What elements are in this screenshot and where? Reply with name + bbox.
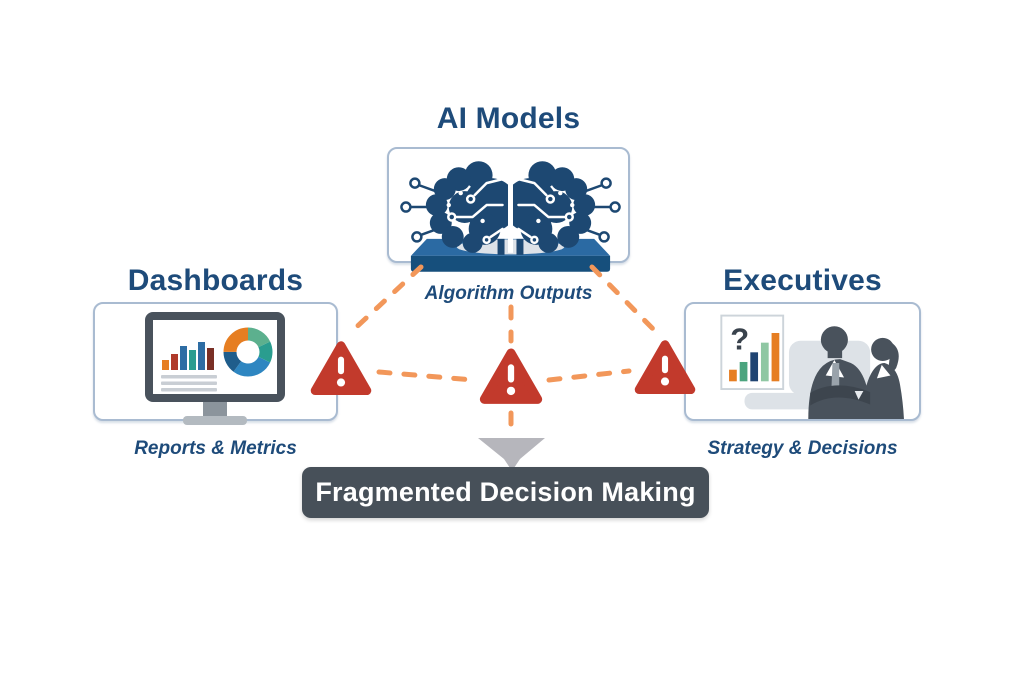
dashboard-monitor-icon xyxy=(145,312,285,425)
outcome-banner: Fragmented Decision Making xyxy=(302,467,709,518)
warning-triangle-icon xyxy=(310,341,372,396)
warning-left xyxy=(307,336,375,404)
donut-chart-icon xyxy=(223,327,273,377)
ai-models-caption: Algorithm Outputs xyxy=(424,283,593,304)
connector-dashboards-middle xyxy=(376,369,476,383)
connector-middle-executives xyxy=(546,368,632,383)
ai-models-box xyxy=(387,147,630,272)
ai-models-title: AI Models xyxy=(436,102,581,135)
executives-title: Executives xyxy=(723,264,882,297)
bar-chart-icon xyxy=(161,342,217,392)
brain-circuit-icon xyxy=(400,157,621,272)
down-arrow-icon xyxy=(478,438,545,471)
dashboards-title: Dashboards xyxy=(127,264,304,297)
executives-caption: Strategy & Decisions xyxy=(707,438,898,459)
warning-triangle-icon xyxy=(634,340,696,395)
executives-icon: ? xyxy=(720,314,904,419)
outcome-label: Fragmented Decision Making xyxy=(315,477,696,507)
dashboards-caption: Reports & Metrics xyxy=(134,438,297,459)
warning-right xyxy=(631,335,699,403)
people-silhouettes xyxy=(808,326,904,419)
warning-middle xyxy=(476,343,546,413)
dashboards-box xyxy=(93,302,338,425)
executives-box: ? xyxy=(684,302,921,421)
question-chart-icon: ? xyxy=(720,314,785,391)
question-mark: ? xyxy=(730,321,749,356)
brain-circuits xyxy=(446,177,575,245)
warning-triangle-icon xyxy=(479,348,543,404)
